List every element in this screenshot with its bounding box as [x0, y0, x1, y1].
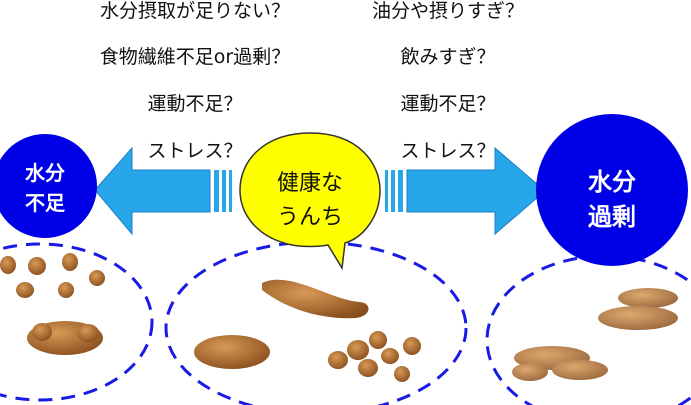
dehydrated-circle	[0, 134, 97, 238]
healthy-stool-region	[164, 240, 468, 405]
right-cause-3: 運動不足？	[400, 93, 496, 115]
right-circle-line2: 過剰	[588, 203, 636, 231]
right-arrow	[385, 146, 546, 236]
right-cause-2: 飲みすぎ？	[400, 46, 496, 68]
loose-stools	[512, 288, 678, 381]
left-circle-line1: 水分	[25, 161, 65, 185]
right-circle-line1: 水分	[588, 168, 636, 196]
overhydrated-circle	[536, 114, 688, 266]
hard-stool-region	[0, 242, 154, 402]
speech-bubble	[239, 132, 381, 271]
right-cause-1: 油分や摂りすぎ？	[371, 0, 525, 22]
hard-pellet-stools	[0, 253, 105, 355]
left-cause-1: 水分摂取が足りない？	[99, 0, 291, 22]
left-circle-line2: 不足	[25, 191, 66, 215]
healthy-stools	[194, 279, 421, 382]
left-cause-2: 食物繊維不足or過剰？	[99, 46, 291, 68]
left-cause-3: 運動不足？	[147, 93, 243, 115]
right-cause-4: ストレス？	[400, 140, 496, 162]
bubble-line1: 健康な	[277, 171, 343, 196]
bubble-line2: うんち	[277, 205, 343, 230]
left-arrow	[94, 146, 232, 236]
left-cause-4: ストレス？	[147, 140, 243, 162]
loose-stool-region	[485, 254, 691, 405]
